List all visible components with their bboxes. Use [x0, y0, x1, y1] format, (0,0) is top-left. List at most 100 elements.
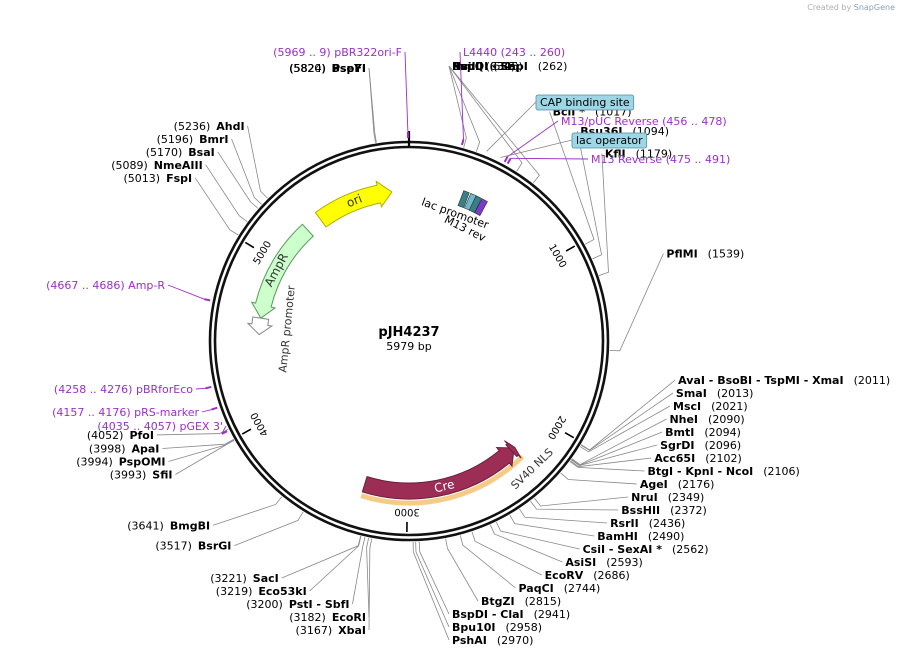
site-leader	[309, 536, 362, 592]
site-leader	[609, 253, 664, 352]
site-xbai: XbaI(3167)	[296, 624, 366, 637]
site-name: BssHII	[621, 504, 660, 517]
site-number: (2102)	[705, 452, 742, 465]
site-name: RsrII	[610, 517, 639, 530]
credit-prefix: Created by	[807, 3, 852, 12]
site-leader	[569, 461, 645, 472]
site-name: BspDI - ClaI	[452, 608, 524, 621]
site-leader	[368, 538, 373, 631]
site-leader	[471, 531, 542, 576]
site-number: (2970)	[497, 634, 534, 647]
site-number: (634)	[486, 60, 516, 73]
site-leader	[212, 496, 283, 526]
plasmid-name: pJH4237	[378, 325, 439, 340]
site-psti-sbfi: PstI - SbfI(3200)	[246, 598, 349, 611]
site-leader	[352, 537, 366, 605]
site-kfli: KflI(1179)	[605, 147, 672, 160]
box-label: lac operator	[576, 134, 643, 147]
site-name: BtgI - KpnI - NcoI	[648, 465, 754, 478]
tick-mark	[564, 431, 575, 439]
site-csii-sexai: CsiI - SexAI *(2562)	[583, 543, 709, 556]
feature-cre	[361, 447, 515, 500]
site-bpu10i: Bpu10I(2958)	[452, 621, 542, 634]
site-name: Acc65I	[654, 452, 695, 465]
site-eco53ki: Eco53kI(3219)	[216, 585, 307, 598]
site-number: (5820)	[289, 62, 326, 75]
site-number: (3993)	[110, 468, 147, 481]
site-number: (2090)	[708, 413, 745, 426]
site-number: (2744)	[564, 582, 601, 595]
lac-region-block	[474, 198, 488, 216]
site-leader	[580, 392, 674, 451]
site-name: BspQI - SapI	[452, 60, 528, 73]
site-leader	[168, 439, 235, 462]
site-name: NruI	[631, 491, 658, 504]
site-smai: SmaI(2013)	[676, 387, 753, 400]
site-number: (2490)	[648, 530, 685, 543]
site-name: BseYI	[332, 62, 366, 75]
site-name: BsaI	[188, 146, 214, 159]
site-name: FspI	[166, 172, 192, 185]
site-name: BsrGI	[198, 540, 231, 553]
site-name: BmgBI	[170, 519, 210, 532]
site-avai-bsobi-tspmi-xmai: AvaI - BsoBI - TspMI - XmaI (2011)	[678, 374, 890, 387]
site-acc65i: Acc65I (2102)	[654, 452, 742, 465]
feature-ampr	[250, 223, 314, 319]
site-leader	[570, 444, 658, 467]
primer-4258-4276-pbrforeco: (4258 .. 4276) pBRforEco	[54, 383, 193, 396]
site-pfoi: PfoI(4052)	[87, 429, 154, 442]
site-name: BamHI	[597, 530, 638, 543]
primer-m13-puc-reverse-456-478: M13/pUC Reverse (456 .. 478)	[561, 115, 727, 128]
site-number: (3200)	[246, 598, 283, 611]
site-leader	[366, 537, 370, 618]
feature-highlight	[360, 454, 525, 506]
site-name: SgrDI	[660, 439, 694, 452]
site-number: (5013)	[124, 172, 161, 185]
site-number: (2372)	[670, 504, 707, 517]
site-saci: SacI(3221)	[210, 572, 279, 585]
site-ecori: EcoRI(3182)	[289, 611, 366, 624]
site-number: (3517)	[155, 540, 192, 553]
box-leader	[486, 101, 537, 152]
snapgene-credit: Created by SnapGene	[807, 3, 895, 12]
lac-region-block	[457, 190, 470, 209]
site-btgzi: BtgZI(2815)	[481, 595, 561, 608]
site-name: Eco53kI	[258, 585, 306, 598]
box-cap-binding-site: CAP binding site	[535, 94, 635, 111]
site-paqci: PaqCI(2744)	[519, 582, 601, 595]
site-leader	[448, 65, 540, 184]
site-msci: MscI(2021)	[673, 400, 748, 413]
leaders-group	[156, 51, 676, 641]
site-number: (2349)	[668, 491, 705, 504]
site-bseyi: BseYI (5820)	[289, 62, 366, 75]
primer-5969-9-pbr322ori-f: (5969 .. 9) pBR322ori-F	[273, 46, 402, 59]
site-leader	[560, 472, 637, 485]
primer-mark	[211, 406, 218, 411]
feature-label-ampr-promoter: AmpR promoter	[276, 284, 298, 373]
site-name: Bpu10I	[452, 621, 496, 634]
credit-brand: SnapGene	[853, 3, 895, 12]
site-number: (2686)	[593, 569, 630, 582]
tick-label: 5000	[252, 239, 275, 266]
primer-l4440-243-260: L4440 (243 .. 260)	[463, 46, 565, 59]
site-leader	[217, 151, 259, 209]
site-number: (5824)	[290, 62, 327, 75]
site-leader	[234, 511, 304, 547]
site-name: AgeI	[640, 478, 668, 491]
site-number: (2096)	[705, 439, 742, 452]
site-number: (1539)	[708, 248, 745, 261]
primer-leader	[221, 425, 227, 435]
site-pshai: PshAI(2970)	[452, 634, 533, 647]
primer-m13-reverse-475-491: M13 Reverse (475 .. 491)	[591, 153, 730, 166]
site-number: (2094)	[704, 426, 741, 439]
site-name: AvaI - BsoBI - TspMI - XmaI	[678, 374, 843, 387]
site-number: (5089)	[111, 159, 148, 172]
site-leader	[495, 521, 580, 550]
feature-ori	[314, 180, 393, 228]
box-leader	[500, 139, 573, 158]
site-leader	[549, 111, 595, 245]
site-number: (2021)	[711, 400, 748, 413]
site-number: (2011)	[854, 374, 891, 387]
site-leader	[571, 418, 667, 466]
